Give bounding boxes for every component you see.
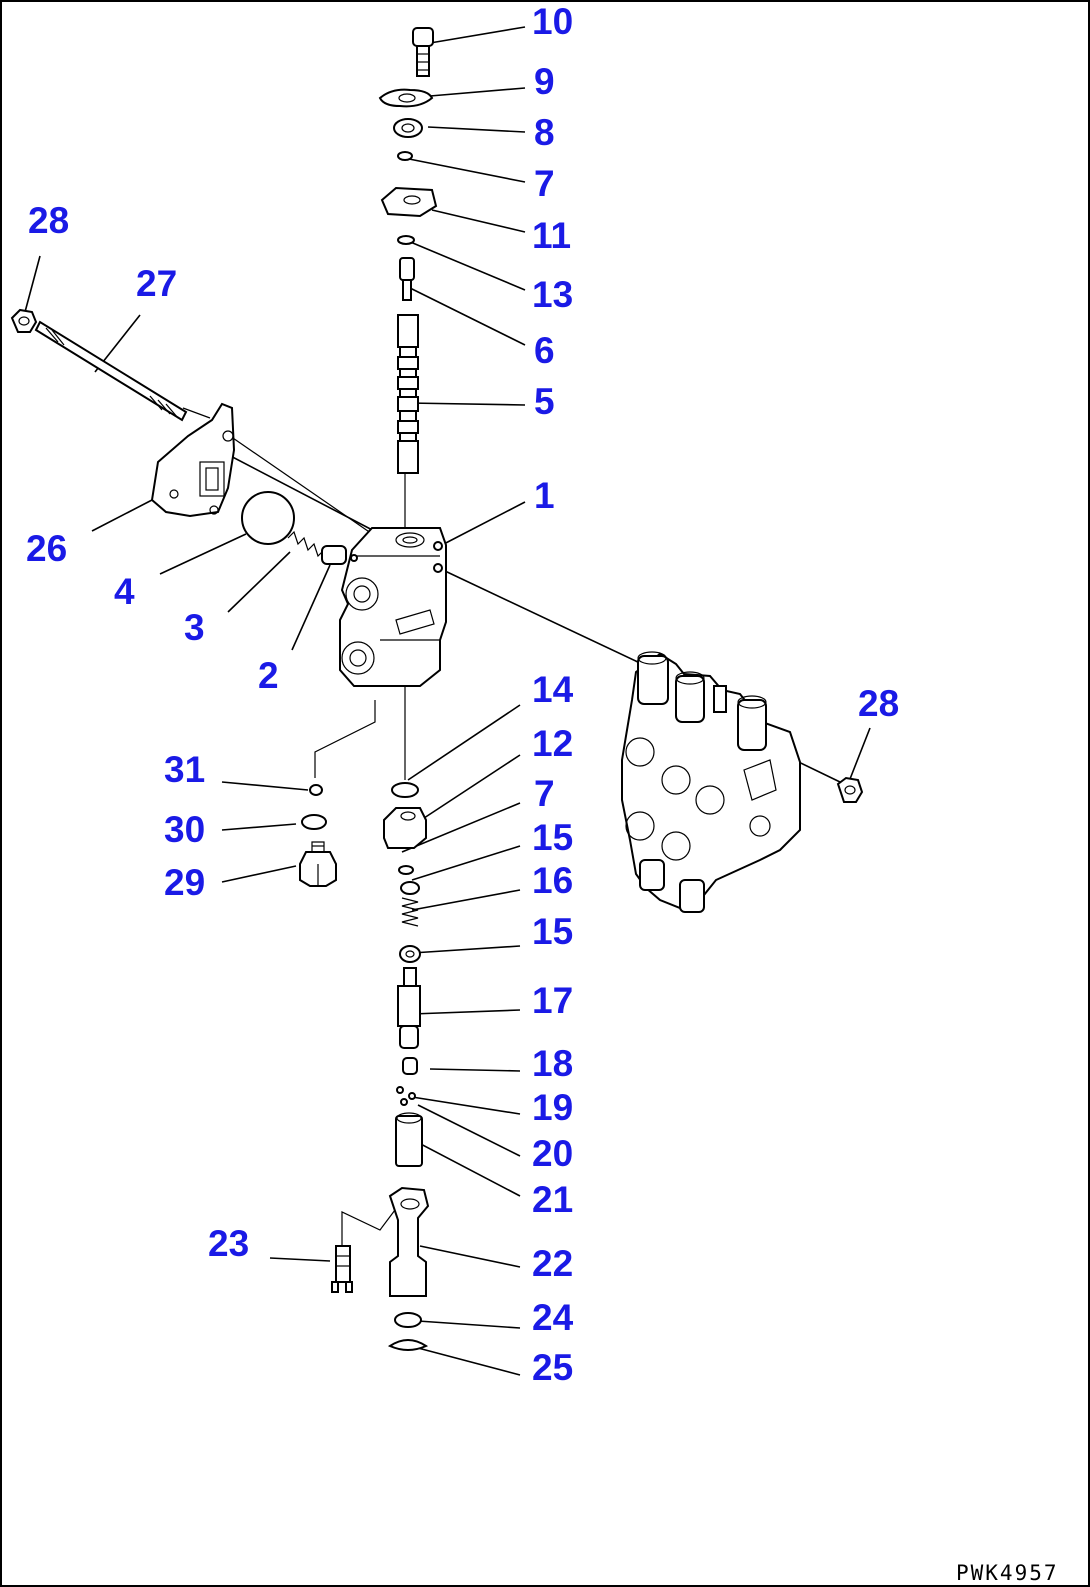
callout-9: 9 [534,61,555,102]
callout-27: 27 [136,263,177,304]
callout-21: 21 [532,1179,573,1220]
part-14-oring [391,782,419,798]
callout-20: 20 [532,1133,573,1174]
part-2-plunger [321,545,347,565]
part-15-seat-lower [399,945,421,963]
part-9-plate [378,88,434,108]
callout-12: 12 [532,723,573,764]
callout-26: 26 [26,528,67,569]
callout-19: 19 [532,1087,573,1128]
callout-1: 1 [534,475,555,516]
callout-2: 2 [258,655,279,696]
part-7-oring-lower [398,865,414,875]
part-5-spool [397,314,419,474]
callout-15-lower: 15 [532,911,573,952]
callout-labels: 10 9 8 7 11 13 6 5 1 28 27 26 4 3 2 28 1… [26,1,899,1388]
part-28-nut-right [836,776,864,803]
callout-30: 30 [164,809,205,850]
leader-lines [24,26,871,1376]
part-28-nut-left [10,308,38,333]
callout-8: 8 [534,112,555,153]
part-31-plug [309,784,323,796]
part-19-balls [396,1086,416,1106]
part-29-valve [299,841,337,887]
part-23-sensor [331,1245,353,1293]
part-12-cap [383,807,427,849]
callout-7-upper: 7 [534,163,555,204]
part-1-valve-body [339,527,447,687]
part-16-spring [401,897,419,927]
callout-7-lower: 7 [534,773,555,814]
callout-31: 31 [164,749,205,790]
part-4-oring [241,491,295,545]
callout-5: 5 [534,381,555,422]
part-18-spacer [402,1057,418,1075]
callout-18: 18 [532,1043,573,1084]
part-10-bolt [412,27,434,77]
part-27-rod [34,320,188,422]
part-8-seal [393,118,423,138]
callout-28-left: 28 [28,200,69,241]
callout-11: 11 [532,215,571,256]
part-11-cover [380,186,438,218]
figure-code: PWK4957 [956,1561,1059,1585]
part-26-cover-plate [150,402,236,518]
callout-24: 24 [532,1297,574,1338]
control-valve-assembly [621,651,801,913]
part-13-oring [397,235,415,245]
callout-25: 25 [532,1347,573,1388]
callout-6: 6 [534,330,555,371]
callout-10: 10 [532,1,573,42]
callout-28-right: 28 [858,683,899,724]
callout-17: 17 [532,980,573,1021]
callout-14: 14 [532,669,574,710]
part-15-seat-upper [400,881,420,895]
callout-22: 22 [532,1243,573,1284]
callout-23: 23 [208,1223,249,1264]
part-6-stem [399,257,415,301]
part-25-snapring [387,1339,429,1351]
part-17-piston [397,967,421,1049]
part-3-spring [287,530,325,558]
part-24-oring [394,1312,422,1328]
callout-15-upper: 15 [532,817,573,858]
callout-13: 13 [532,274,573,315]
part-7-oring [397,151,413,161]
callout-4: 4 [114,571,135,612]
callout-29: 29 [164,862,205,903]
callout-16: 16 [532,860,573,901]
part-22-cap [388,1186,430,1297]
part-21-sleeve [395,1112,423,1167]
part-30-oring [301,814,327,830]
callout-3: 3 [184,607,205,648]
